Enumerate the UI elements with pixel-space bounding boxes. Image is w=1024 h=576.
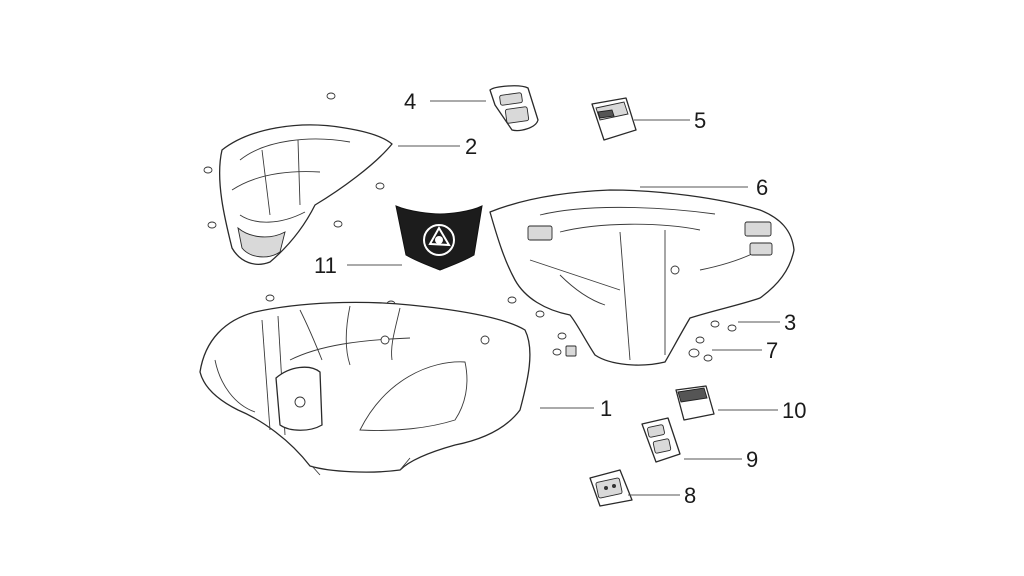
callout-9: 9	[746, 447, 758, 472]
callout-4: 4	[404, 89, 416, 114]
callout-3: 3	[784, 310, 796, 335]
part-8-switch-plate	[589, 469, 633, 507]
part-9-switch-bezel	[641, 417, 681, 463]
part-4-switch-bezel	[489, 85, 539, 132]
part-2-front-cover	[219, 124, 393, 265]
part-6-rear-cover	[489, 189, 795, 366]
callout-11: 11	[314, 253, 337, 278]
screws-top-left	[203, 92, 385, 229]
callout-6: 6	[756, 175, 768, 200]
callout-7: 7	[766, 338, 778, 363]
part-11-emblem	[395, 205, 483, 271]
callout-2: 2	[465, 134, 477, 159]
part-1-front-shield	[199, 301, 531, 476]
callout-5: 5	[694, 108, 706, 133]
screws-center	[265, 294, 737, 362]
part-5-switch	[591, 97, 637, 141]
callout-8: 8	[684, 483, 696, 508]
leader-lines	[347, 100, 780, 496]
callout-1: 1	[600, 396, 612, 421]
part-10-switch	[675, 385, 715, 421]
callout-10: 10	[782, 398, 806, 423]
callout-labels: 4 5 2 6 11 3 7 1 10 9 8	[314, 89, 806, 508]
